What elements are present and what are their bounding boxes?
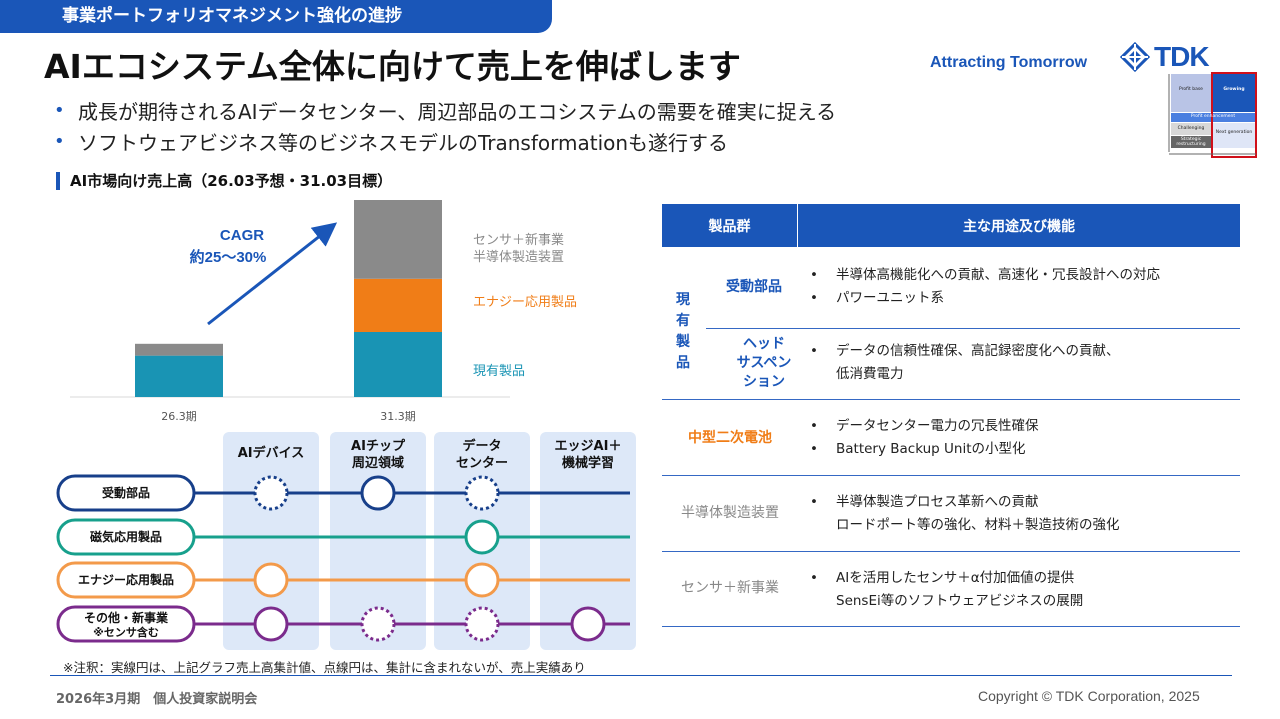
legend-label-sensor: センサ＋新事業 — [473, 232, 564, 248]
chart-subheading: AI市場向け売上高（26.03予想・31.03目標） — [56, 170, 392, 191]
mini-cell-profit-enhancement: Profit enhancement — [1190, 114, 1236, 119]
list-item: •データセンター電力の冗長性確保 — [810, 418, 1039, 434]
brand-logo: TDK — [1120, 41, 1210, 72]
mini-cell-profit-base: Profit base — [1179, 87, 1203, 92]
solid-circle-mark — [464, 519, 500, 555]
matrix-column-label: センター — [456, 456, 508, 471]
mini-cell-challenging: Challenging — [1177, 126, 1205, 131]
bar-0-1 — [354, 331, 442, 397]
row-divider — [662, 475, 1240, 476]
cagr-label: CAGR — [220, 227, 264, 244]
row-label-head-suspension: ヘッド サスペン ション — [736, 336, 792, 390]
matrix-row-pill — [56, 561, 196, 599]
matrix-column-bg — [330, 432, 426, 650]
legend-label-energy: エナジー応用製品 — [473, 295, 577, 310]
cagr-arrow — [207, 222, 338, 326]
group-label-existing-products: 現 有 製 品 — [676, 292, 690, 371]
solid-circle-mark — [464, 562, 500, 598]
matrix-row-pill — [56, 518, 196, 556]
solid-circle-mark — [253, 562, 289, 598]
matrix-note: ※注釈：実線円は、上記グラフ売上高集計値、点線円は、集計に含まれないが、売上実績… — [63, 660, 586, 675]
row-divider — [662, 626, 1240, 627]
x-tick-label: 31.3期 — [380, 410, 416, 423]
legend-label-existing: 現有製品 — [473, 364, 525, 379]
footer-event: 2026年3月期 個人投資家説明会 — [56, 692, 258, 707]
tdk-emblem-icon — [1120, 42, 1150, 72]
ai-sales-chart: CAGR 約25〜30% センサ＋新事業 半導体製造装置 エナジー応用製品 現有… — [70, 200, 577, 423]
subheading-bar — [56, 171, 60, 190]
row-items-head-suspension: •データの信頼性確保、高記録密度化への貢献、 低消費電力 — [810, 340, 1120, 386]
row-items-sensor-new-business: •AIを活用したセンサ＋α付加価値の提供 SensEi等のソフトウェアビジネスの… — [810, 567, 1083, 613]
matrix-column-label: 機械学習 — [562, 455, 614, 471]
bullet-item: •成長が期待されるAIデータセンター、周辺部品のエコシステムの需要を確実に捉える — [54, 100, 837, 124]
matrix-column-label: 周辺領域 — [352, 455, 404, 471]
bar-0-0 — [135, 355, 223, 397]
bullet-dot-icon: • — [54, 100, 65, 121]
dotted-circle-mark — [360, 606, 396, 642]
list-item: •半導体高機能化への貢献、高速化・冗長設計への対応 — [810, 267, 1160, 283]
row-items-passive-components: •半導体高機能化への貢献、高速化・冗長設計への対応 •パワーユニット系 — [810, 264, 1160, 310]
bullet-dot-icon: • — [54, 131, 65, 152]
matrix-row-label: 磁気応用製品 — [89, 529, 162, 544]
mini-cell-growing: Growing — [1223, 87, 1245, 92]
matrix-column-label: AIデバイス — [238, 445, 305, 461]
row-divider — [706, 328, 1240, 329]
matrix-column-label: エッジAI＋ — [555, 439, 622, 454]
product-table: 製品群 主な用途及び機能 現 有 製 品 受動部品 •半導体高機能化への貢献、高… — [662, 204, 1240, 634]
dotted-circle-mark — [253, 475, 289, 511]
solid-circle-mark — [360, 475, 396, 511]
portfolio-mini-matrix: Profit base Growing Profit enhancement C… — [1168, 72, 1258, 162]
footer-rule — [50, 675, 1232, 676]
matrix-column-bg — [223, 432, 319, 650]
cagr-value: 約25〜30% — [190, 248, 267, 266]
row-label-semiconductor-equipment: 半導体製造装置 — [681, 505, 779, 521]
mini-matrix-frame — [1168, 72, 1257, 158]
x-tick-label: 26.3期 — [161, 410, 197, 423]
row-label-mid-battery: 中型二次電池 — [688, 430, 772, 446]
table-header: 製品群 主な用途及び機能 — [662, 204, 1240, 247]
table-header-product-group: 製品群 — [662, 204, 798, 247]
matrix-row-label: エナジー応用製品 — [78, 572, 174, 587]
tagline: Attracting Tomorrow — [930, 54, 1088, 71]
mini-cell-next-generation: Next generation — [1215, 130, 1253, 135]
matrix-row-pill — [56, 605, 196, 643]
table-header-usage: 主な用途及び機能 — [963, 218, 1075, 235]
list-item: •パワーユニット系 — [810, 290, 944, 306]
list-item: •Battery Backup Unitの小型化 — [810, 441, 1026, 457]
list-item: •半導体製造プロセス革新への貢献 — [810, 494, 1039, 510]
bullet-item: •ソフトウェアビジネス等のビジネスモデルのTransformationも遂行する — [54, 131, 729, 155]
bar-2-1 — [354, 200, 442, 279]
bar-1-1 — [354, 278, 442, 332]
row-divider — [662, 399, 1240, 400]
matrix-row-pill — [56, 474, 196, 512]
brand-text: TDK — [1154, 41, 1210, 72]
matrix-column-label: AIチップ — [351, 439, 406, 454]
row-items-mid-battery: •データセンター電力の冗長性確保 •Battery Backup Unitの小型… — [810, 415, 1039, 461]
section-tab: 事業ポートフォリオマネジメント強化の進捗 — [0, 0, 552, 33]
legend-label-semiconductor: 半導体製造装置 — [473, 250, 564, 265]
solid-circle-mark — [253, 606, 289, 642]
footer-copyright: Copyright © TDK Corporation, 2025 — [978, 688, 1200, 704]
matrix-column-label: データ — [462, 438, 501, 454]
matrix-row-label: ※センサ含む — [93, 625, 159, 639]
mini-cell-restructuring: Strategic restructuring — [1176, 137, 1206, 147]
bar-2-0 — [135, 343, 223, 356]
page-title: AIエコシステム全体に向けて売上を伸ばします — [44, 47, 741, 86]
dotted-circle-mark — [464, 475, 500, 511]
row-items-semiconductor-equipment: •半導体製造プロセス革新への貢献 ロードポート等の強化、材料＋製造技術の強化 — [810, 491, 1120, 537]
matrix-row-label: 受動部品 — [102, 485, 150, 500]
dotted-circle-mark — [464, 606, 500, 642]
matrix-row-label: その他・新事業 — [84, 610, 169, 625]
solid-circle-mark — [570, 606, 606, 642]
matrix-column-bg — [540, 432, 636, 650]
list-item: •AIを活用したセンサ＋α付加価値の提供 — [810, 570, 1075, 586]
row-label-passive-components: 受動部品 — [726, 279, 782, 295]
row-label-sensor-new-business: センサ＋新事業 — [681, 580, 779, 596]
bullet-list: •成長が期待されるAIデータセンター、周辺部品のエコシステムの需要を確実に捉える… — [54, 95, 954, 157]
list-item: •データの信頼性確保、高記録密度化への貢献、 — [810, 343, 1120, 359]
row-divider — [662, 551, 1240, 552]
